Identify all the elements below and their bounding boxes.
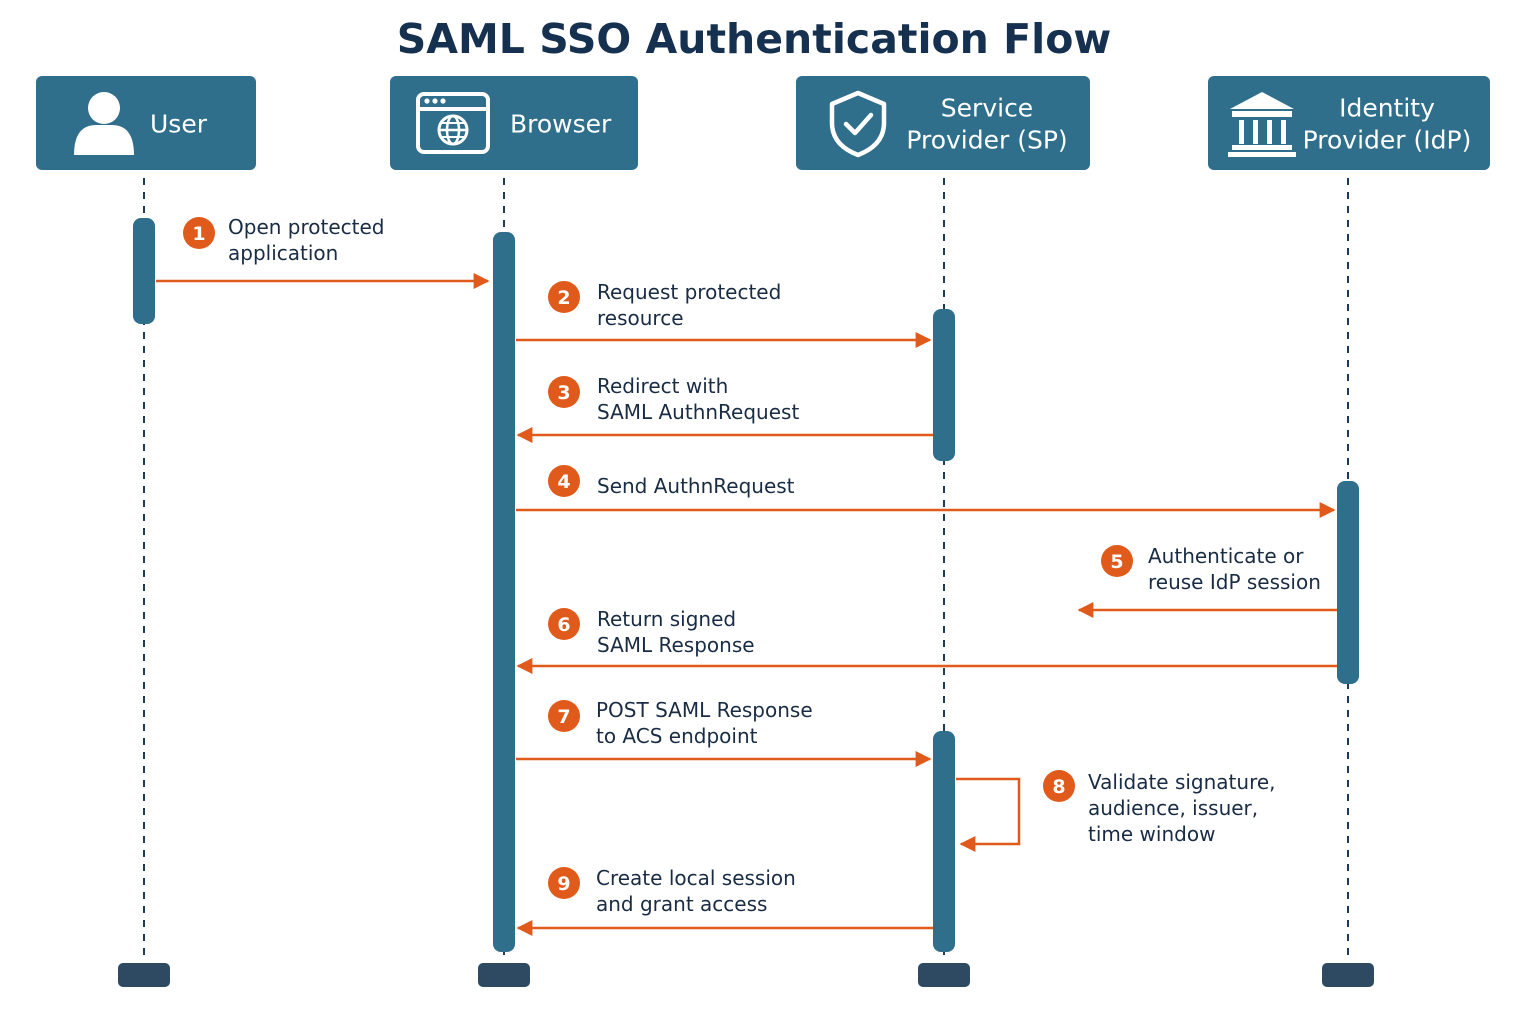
step-badge-9: 9 bbox=[548, 867, 580, 899]
user-icon bbox=[74, 92, 134, 155]
end-cap-user bbox=[118, 963, 170, 987]
step-number: 8 bbox=[1052, 776, 1065, 798]
activation-bar-browser bbox=[493, 232, 515, 952]
step-badge-4: 4 bbox=[548, 465, 580, 497]
message-label-8: audience, issuer, bbox=[1088, 796, 1258, 820]
step-badge-6: 6 bbox=[548, 608, 580, 640]
lifeline-end-caps bbox=[118, 963, 1374, 987]
actor-label: Service bbox=[941, 94, 1033, 123]
message-label-1: application bbox=[228, 241, 338, 265]
step-badge-3: 3 bbox=[548, 376, 580, 408]
actor-box bbox=[36, 76, 256, 170]
step-number: 2 bbox=[557, 287, 570, 309]
message-label-5: Authenticate or bbox=[1148, 544, 1304, 568]
message-label-6: Return signed bbox=[597, 607, 736, 631]
activation-bar-sp bbox=[933, 309, 955, 461]
step-badge-2: 2 bbox=[548, 281, 580, 313]
message-label-1: Open protected bbox=[228, 215, 384, 239]
activation-bar-sp bbox=[933, 731, 955, 952]
message-label-7: POST SAML Response bbox=[596, 698, 813, 722]
bank-icon bbox=[1228, 92, 1296, 157]
actor-box bbox=[390, 76, 638, 170]
diagram-title: SAML SSO Authentication Flow bbox=[397, 15, 1112, 63]
step-badge-1: 1 bbox=[183, 217, 215, 249]
message-label-9: Create local session bbox=[596, 866, 796, 890]
step-badge-7: 7 bbox=[548, 700, 580, 732]
actor-box bbox=[796, 76, 1090, 170]
step-number: 4 bbox=[557, 471, 570, 493]
actor-label: Browser bbox=[510, 110, 612, 139]
actor-label: User bbox=[150, 110, 208, 139]
message-label-7: to ACS endpoint bbox=[596, 724, 758, 748]
step-number: 5 bbox=[1110, 551, 1123, 573]
message-label-9: and grant access bbox=[596, 892, 767, 916]
message-label-6: SAML Response bbox=[597, 633, 755, 657]
step-number: 7 bbox=[557, 706, 570, 728]
actor-user: User bbox=[36, 76, 256, 170]
end-cap-sp bbox=[918, 963, 970, 987]
actor-label: Provider (IdP) bbox=[1303, 126, 1472, 155]
message-label-8: Validate signature, bbox=[1088, 770, 1276, 794]
message-label-2: Request protected bbox=[597, 280, 781, 304]
message-label-8: time window bbox=[1088, 822, 1215, 846]
message-label-3: SAML AuthnRequest bbox=[597, 400, 799, 424]
step-badge-5: 5 bbox=[1101, 545, 1133, 577]
message-arrows bbox=[156, 273, 1337, 936]
step-number: 1 bbox=[192, 223, 205, 245]
actor-label: Provider (SP) bbox=[906, 126, 1067, 155]
activation-bar-idp bbox=[1337, 481, 1359, 684]
actor-browser: Browser bbox=[390, 76, 638, 170]
activation-bars bbox=[133, 218, 1359, 952]
step-number: 9 bbox=[557, 873, 570, 895]
end-cap-idp bbox=[1322, 963, 1374, 987]
self-call-arrow-8 bbox=[956, 777, 1021, 852]
actor-label: Identity bbox=[1339, 94, 1435, 123]
message-label-3: Redirect with bbox=[597, 374, 728, 398]
browser-icon bbox=[416, 92, 490, 154]
message-label-4: Send AuthnRequest bbox=[597, 474, 795, 498]
step-number: 3 bbox=[557, 382, 570, 404]
end-cap-browser bbox=[478, 963, 530, 987]
message-label-5: reuse IdP session bbox=[1148, 570, 1321, 594]
step-badge-8: 8 bbox=[1043, 770, 1075, 802]
shield-check-icon bbox=[829, 90, 887, 158]
message-label-2: resource bbox=[597, 306, 684, 330]
activation-bar-user bbox=[133, 218, 155, 324]
step-number: 6 bbox=[557, 614, 570, 636]
